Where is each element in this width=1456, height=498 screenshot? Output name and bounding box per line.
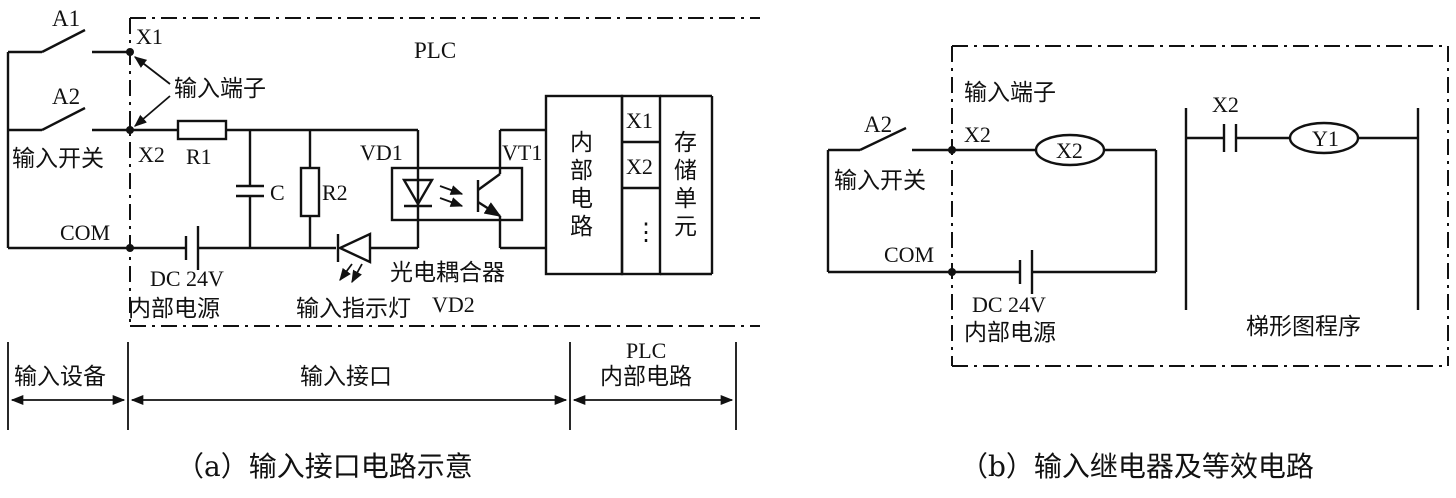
label-x2: X2 [138, 142, 165, 167]
label-a2: A2 [52, 84, 80, 109]
b-terminal-com-dot [948, 268, 956, 276]
b-a2-switch-blade [859, 126, 907, 152]
label-a1: A1 [52, 6, 80, 31]
label-input-interface: 输入接口 [300, 364, 392, 390]
terminal-x1-dot [126, 48, 134, 56]
label-storage-3: 单 [674, 186, 697, 212]
label-storage-1: 存 [674, 130, 697, 156]
label-c: C [270, 180, 285, 205]
led-vd2-ray2 [351, 263, 363, 284]
label-vd1: VD1 [360, 140, 403, 165]
label-r1: R1 [186, 144, 212, 169]
label-vd2: VD2 [432, 292, 475, 317]
diagram-b: A2 输入端子 X2 X2 X2 Y1 输入开关 COM DC 24V 内部电源… [826, 45, 1449, 483]
caption-b: （b）输入继电器及等效电路 [960, 450, 1314, 483]
a2-switch-blade [41, 106, 86, 132]
label-storage-2: 储 [674, 158, 697, 184]
resistor-r1 [176, 119, 228, 141]
opto-led-triangle [401, 178, 435, 207]
label-input-switch: 输入开关 [12, 146, 104, 172]
label-input-terminal: 输入端子 [174, 76, 266, 102]
internal-circuit-block [544, 94, 624, 276]
opto-ray2 [439, 197, 464, 207]
led-vd2-ray1 [339, 263, 353, 282]
led-vd2-triangle [337, 232, 372, 264]
label-indicator: 输入指示灯 [296, 296, 411, 322]
label-internal-circuit-3: 电 [570, 186, 593, 212]
resistor-r2 [299, 166, 321, 218]
label-dc24v: DC 24V [150, 266, 224, 291]
label-plc-internal: 内部电路 [600, 364, 692, 390]
label-com: COM [60, 220, 110, 245]
label-plc: PLC [414, 38, 456, 63]
label-internal-circuit-4: 路 [570, 214, 593, 240]
label-reg-x1: X1 [626, 108, 653, 133]
b-label-coil-x2: X2 [1056, 138, 1083, 163]
opto-ray1 [439, 185, 464, 195]
b-label-terminal-x2: X2 [964, 122, 991, 147]
b-label-ladder-program: 梯形图程序 [1246, 314, 1361, 340]
a1-switch-blade [41, 28, 86, 54]
b-label-internal-power: 内部电源 [964, 320, 1056, 346]
b-terminal-x2-dot [948, 146, 956, 154]
label-reg-x2: X2 [626, 154, 653, 179]
b-label-com: COM [884, 242, 934, 267]
label-internal-circuit-1: 内 [570, 130, 593, 156]
b-label-coil-y1: Y1 [1312, 126, 1339, 151]
opto-transistor-emitter [477, 200, 502, 218]
arrow-to-x1 [134, 56, 171, 85]
register-column [620, 94, 662, 276]
b-label-input-terminal: 输入端子 [964, 80, 1056, 106]
label-input-device: 输入设备 [14, 364, 106, 390]
b-label-a2: A2 [864, 112, 892, 137]
label-vt1: VT1 [502, 140, 542, 165]
optocoupler-box [390, 166, 524, 222]
label-reg-dots: ⋮ [634, 218, 658, 246]
label-internal-circuit-2: 部 [570, 158, 593, 184]
b-label-input-switch: 输入开关 [834, 168, 926, 194]
opto-transistor-collector [477, 173, 501, 191]
arrow-to-x2 [134, 95, 171, 127]
label-r2: R2 [322, 180, 348, 205]
terminal-com-dot [126, 244, 134, 252]
label-storage-4: 元 [674, 214, 697, 240]
label-x1: X1 [136, 24, 163, 49]
diagram-a: A1 A2 X1 X2 PLC 输入端子 输入开关 R1 C R2 VD1 VT… [6, 6, 760, 483]
caption-a: （a）输入接口电路示意 [176, 450, 473, 483]
b-label-dc24v: DC 24V [972, 292, 1046, 317]
label-plc-bottom: PLC [626, 338, 666, 363]
label-internal-power: 内部电源 [128, 296, 220, 322]
label-optocoupler: 光电耦合器 [390, 260, 505, 286]
b-label-contact-x2: X2 [1212, 92, 1239, 117]
